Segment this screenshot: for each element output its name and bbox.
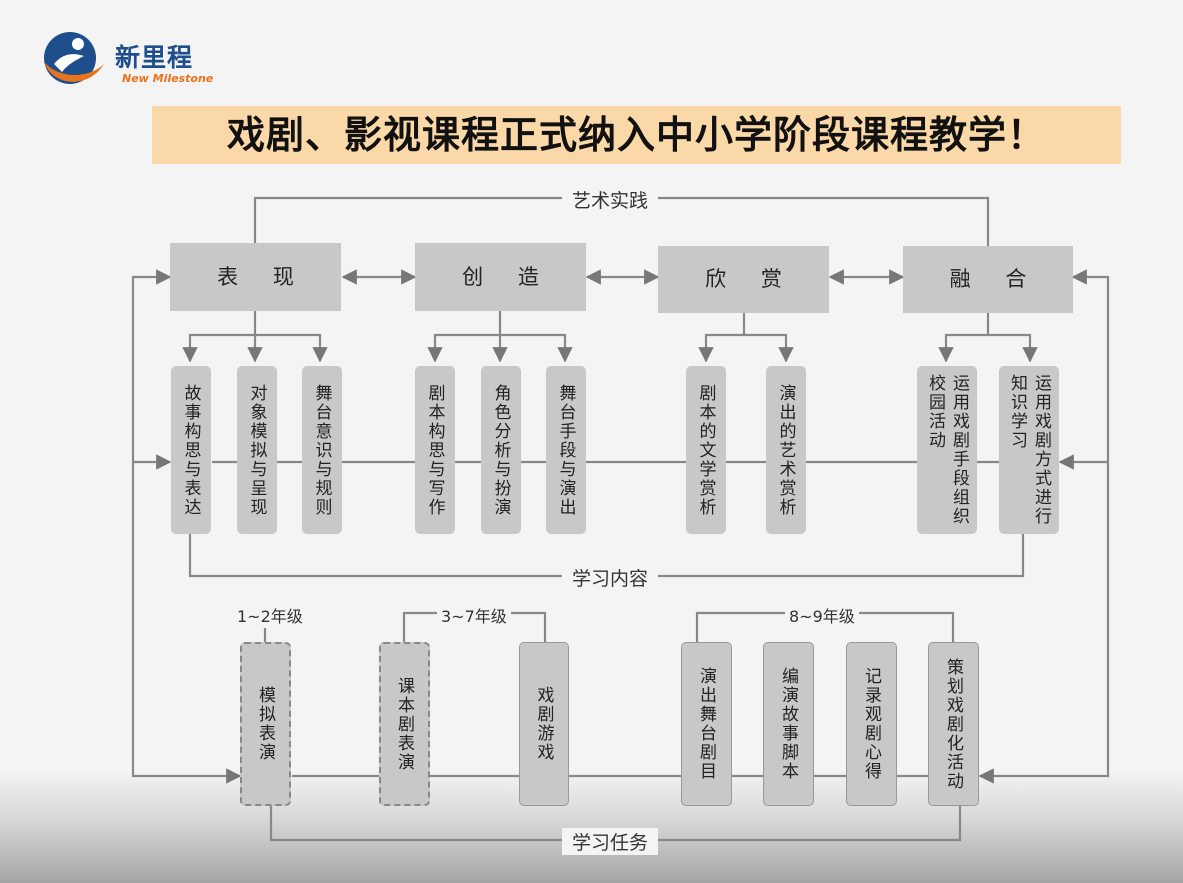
- content-campus-activities: 运用戏剧手段组织校园活动: [917, 366, 977, 534]
- task-story-script: 编演故事脚本: [763, 642, 814, 806]
- brand-logo-icon: [44, 32, 104, 84]
- grade-label-1-2: 1~2年级: [233, 603, 307, 627]
- label-learning-tasks: 学习任务: [562, 828, 659, 855]
- category-ronghe: 融 合: [903, 246, 1073, 313]
- task-mimic-performance: 模拟表演: [240, 642, 291, 806]
- task-textbook-drama: 课本剧表演: [379, 642, 430, 806]
- brand-name-en: New Milestone: [122, 72, 214, 85]
- task-drama-activity: 策划戏剧化活动: [928, 642, 979, 806]
- task-drama-games: 戏剧游戏: [519, 642, 569, 806]
- content-script-appreciation: 剧本的文学赏析: [686, 366, 726, 534]
- grade-label-8-9: 8~9年级: [785, 603, 859, 627]
- content-script-writing: 剧本构思与写作: [415, 366, 455, 534]
- content-story-conception: 故事构思与表达: [171, 366, 211, 534]
- brand-name-cn: 新里程: [115, 43, 194, 72]
- category-biaoxian: 表 现: [170, 243, 341, 311]
- content-performance-appreciation: 演出的艺术赏析: [766, 366, 806, 534]
- content-role-analysis: 角色分析与扮演: [481, 366, 521, 534]
- content-stage-performance: 舞台手段与演出: [546, 366, 586, 534]
- task-stage-play: 演出舞台剧目: [681, 642, 732, 806]
- label-art-practice: 艺术实践: [562, 186, 659, 213]
- category-xinshang: 欣 赏: [658, 246, 829, 313]
- task-drama-review: 记录观剧心得: [846, 642, 897, 806]
- content-knowledge-learning: 运用戏剧方式进行知识学习: [999, 366, 1059, 534]
- content-stage-awareness: 舞台意识与规则: [302, 366, 342, 534]
- category-chuangzao: 创 造: [415, 243, 586, 311]
- bottom-shadow: [0, 770, 1183, 883]
- page-title: 戏剧、影视课程正式纳入中小学阶段课程教学！: [152, 106, 1121, 164]
- content-object-simulation: 对象模拟与呈现: [237, 366, 277, 534]
- label-learning-content: 学习内容: [562, 564, 659, 591]
- grade-label-3-7: 3~7年级: [437, 603, 511, 627]
